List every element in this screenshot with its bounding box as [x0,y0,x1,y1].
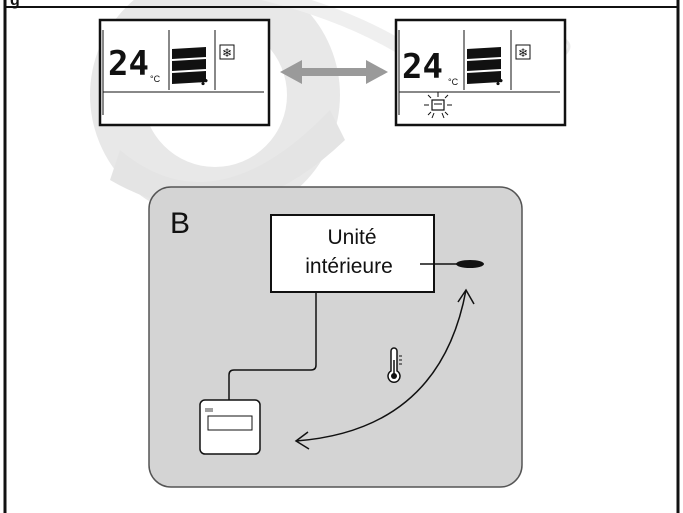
indoor-unit-label-line2: intérieure [305,255,393,278]
remote-display-left: 24 °C ✤ ❄ [98,18,271,127]
thermometer-icon [387,347,402,383]
temperature-digits-left: 24 [108,44,149,84]
celsius-unit-left: °C [150,74,161,84]
fan-icon-right: ✤ [493,74,503,88]
fan-speed-bars-icon [172,47,206,84]
panel-letter: B [170,207,190,240]
header-title: g [10,0,20,9]
controller-cable [228,292,317,400]
remote-sensor-blinking-icon [424,92,452,119]
sensing-direction-arrow [294,288,475,450]
cool-mode-icon-right: ❄ [518,46,528,60]
sensor-icon [456,260,484,268]
remote-display-right: 24 °C ✤ ❄ [394,18,567,127]
double-arrow-icon [280,60,388,84]
fan-icon: ✤ [198,74,208,88]
cool-mode-icon: ❄ [222,46,232,60]
indoor-unit-box [270,214,435,293]
celsius-unit-right: °C [448,77,459,87]
indoor-unit-label-line1: Unité [327,226,376,249]
temperature-digits-right: 24 [402,47,443,87]
panel-b: B Unité intérieure [148,186,523,488]
wired-remote-controller-icon [199,399,261,455]
fan-speed-bars-icon-right [467,47,501,84]
